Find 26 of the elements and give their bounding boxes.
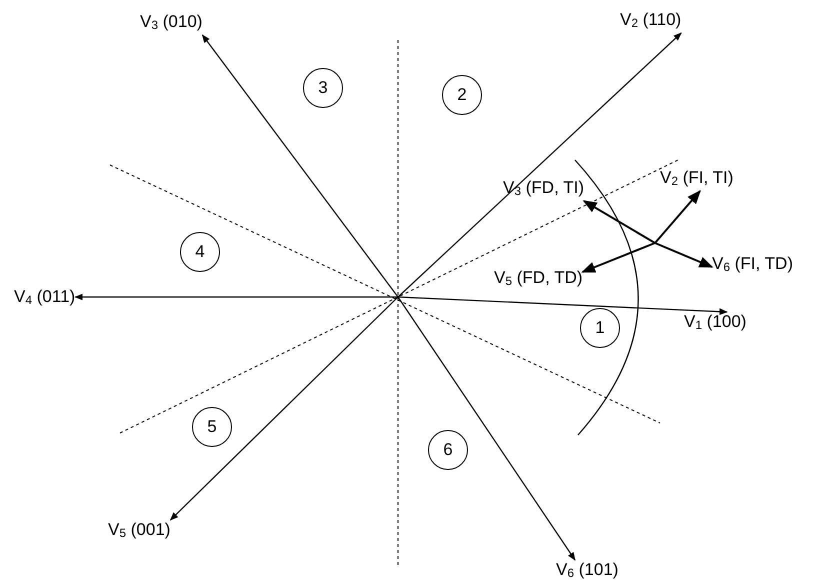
arrow [202, 34, 398, 298]
vector-label: V$_{3}$ (010) [140, 12, 202, 35]
vector-label: V$_{5}$ (FD, TD) [494, 268, 583, 291]
sector-number: 5 [192, 407, 232, 447]
arrow [398, 32, 682, 298]
arrow [74, 294, 398, 300]
arrow [654, 242, 714, 268]
vector-label: V$_{2}$ (FI, TI) [660, 168, 734, 191]
sector-number: 1 [580, 308, 620, 348]
vector-label: V$_{2}$ (110) [620, 10, 682, 33]
sector-number: 4 [180, 232, 220, 272]
arrow [398, 296, 728, 315]
vector-label: V$_{3}$ (FD, TI) [503, 178, 584, 201]
vector-label: V$_{5}$ (001) [108, 520, 170, 543]
sector-number: 6 [428, 430, 468, 470]
vector-label: V$_{1}$ (100) [684, 312, 746, 335]
arrow [654, 190, 701, 244]
vector-label: V$_{4}$ (011) [14, 287, 76, 310]
arrow [170, 296, 398, 521]
arrow [581, 242, 656, 273]
vector-label: V$_{6}$ (101) [556, 560, 618, 583]
arrow [398, 296, 576, 561]
sector-number: 2 [442, 75, 482, 115]
sector-number: 3 [303, 68, 343, 108]
vector-label: V$_{6}$ (FI, TD) [712, 254, 793, 277]
arrow [582, 200, 656, 244]
